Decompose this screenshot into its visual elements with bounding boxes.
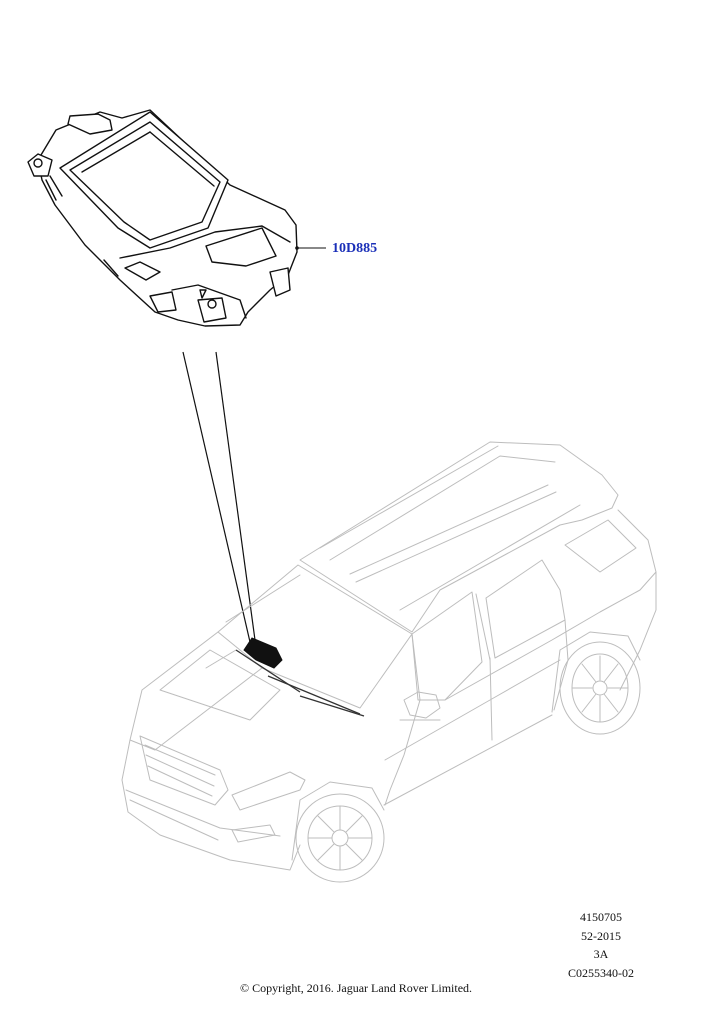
reference-line: 52-2015 (581, 928, 621, 943)
wiper-blades (235, 649, 365, 717)
reference-line: 3A (593, 947, 609, 961)
callout-leader-dot (295, 246, 299, 250)
vehicle-outline-illustration (121, 441, 657, 883)
camera-module-illustration (27, 109, 298, 327)
part-callout-label[interactable]: 10D885 (332, 241, 378, 256)
reference-line: 4150705 (580, 910, 622, 924)
reference-line: C0255340-02 (568, 965, 634, 980)
copyright-notice: © Copyright, 2016. Jaguar Land Rover Lim… (239, 981, 473, 995)
camera-location-highlight (243, 637, 283, 669)
location-pointer-lines (182, 351, 256, 643)
reference-block: 4150705 52-2015 3A C0255340-02 (568, 908, 634, 982)
